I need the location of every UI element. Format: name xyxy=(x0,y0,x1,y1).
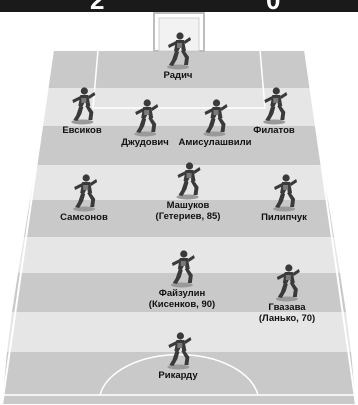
player-figure-icon xyxy=(167,32,191,70)
player-name: Файзулин xyxy=(158,288,206,299)
player-figure-icon xyxy=(276,264,300,302)
player-name: Филатов xyxy=(253,125,295,136)
player-def-4: Филатов xyxy=(253,85,295,136)
substitution-note: (Ланько, 70) xyxy=(258,313,316,324)
pitch-stripe xyxy=(36,126,322,165)
substitution-note: (Гетериев, 85) xyxy=(155,211,221,222)
player-figure-icon xyxy=(72,174,97,212)
center-circle xyxy=(99,353,259,396)
pitch-stripe xyxy=(18,237,340,273)
pitch-stripe xyxy=(30,165,328,200)
score-bar: 2 0 xyxy=(0,0,358,12)
player-figure-icon xyxy=(263,87,287,125)
player-figure-icon xyxy=(204,99,228,137)
pitch-stripe xyxy=(24,200,334,237)
player-figure-icon xyxy=(167,332,191,370)
player-name: Амисулашвили xyxy=(178,137,252,148)
player-def-1: Евсиков xyxy=(62,85,102,136)
player-name: Самсонов xyxy=(60,212,108,223)
player-mid-2: Машуков(Гетериев, 85) xyxy=(155,160,221,222)
player-figure-icon xyxy=(170,250,195,288)
player-figure-icon xyxy=(134,99,158,137)
pitch-stripe xyxy=(42,88,316,126)
player-figure-icon xyxy=(273,174,297,212)
player-name: Евсиков xyxy=(62,125,102,136)
player-name: Джудович xyxy=(121,137,169,148)
pitch-stripe xyxy=(2,352,356,405)
player-def-2: Джудович xyxy=(121,97,169,148)
player-name: Рикарду xyxy=(158,370,198,381)
player-figure-icon xyxy=(177,162,201,200)
player-att-1: Файзулин(Кисенков, 90) xyxy=(149,248,215,310)
player-mid-1: Самсонов xyxy=(60,172,108,223)
player-name: Пилипчук xyxy=(261,212,307,223)
pitch-stripe xyxy=(7,312,351,352)
player-gk-bottom: Рикарду xyxy=(158,330,198,381)
player-name: Радич xyxy=(163,70,193,81)
penalty-area xyxy=(92,49,266,109)
away-score: 0 xyxy=(266,0,280,12)
player-figure-icon xyxy=(71,87,95,125)
pitch-stripe xyxy=(12,273,346,312)
player-gk-top: Радич xyxy=(163,30,193,81)
player-def-3: Амисулашвили xyxy=(178,97,252,148)
player-name: Машуков xyxy=(166,200,210,211)
player-name: Гвазава xyxy=(268,302,306,313)
player-att-2: Гвазава(Ланько, 70) xyxy=(259,262,315,324)
home-score: 2 xyxy=(90,0,104,12)
substitution-note: (Кисенков, 90) xyxy=(148,299,216,310)
player-mid-3: Пилипчук xyxy=(261,172,307,223)
